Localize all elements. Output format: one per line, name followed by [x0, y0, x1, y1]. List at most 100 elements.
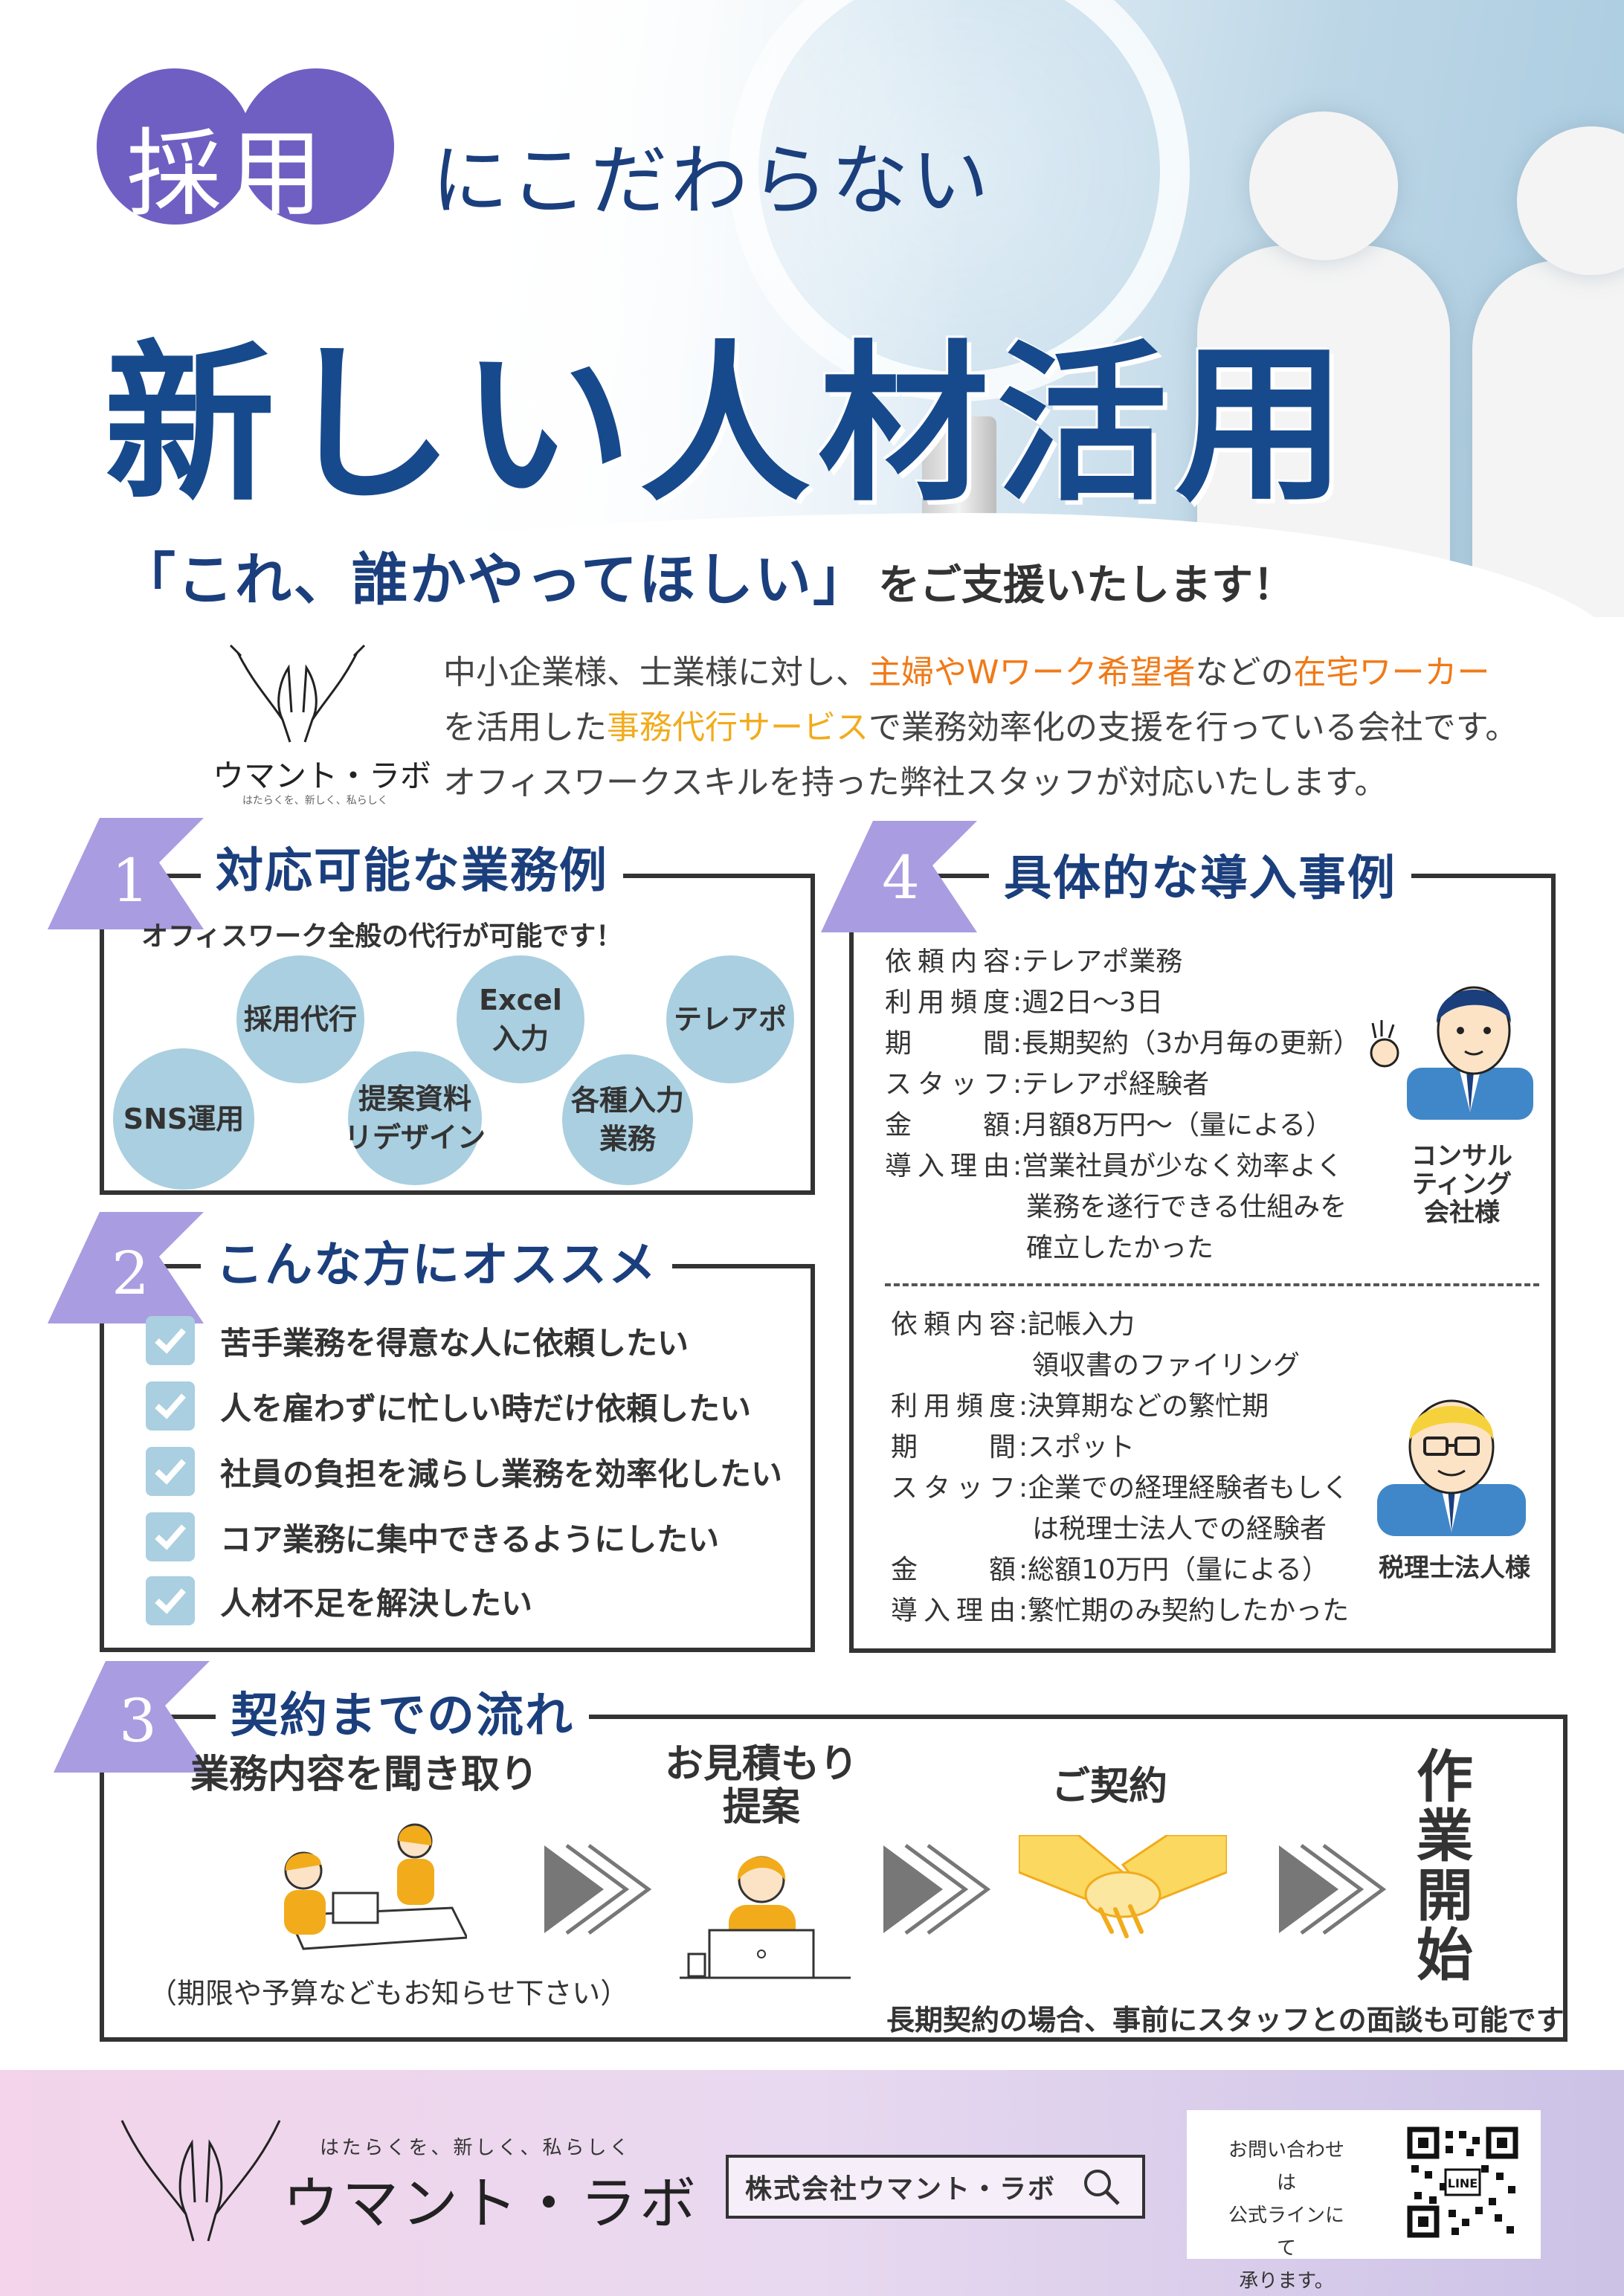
case-key: 依頼内容: [885, 947, 1010, 977]
case-value: :総額10万円（量による）: [1019, 1555, 1329, 1585]
case-row: 確立したかった: [885, 1228, 1360, 1268]
case-value: 領収書のファイリング: [1032, 1350, 1301, 1381]
contact-text-line: 承ります。: [1239, 2270, 1334, 2292]
case-row: 領収書のファイリング: [891, 1345, 1349, 1386]
case-key: 金額: [885, 1110, 1010, 1141]
check-item: 苦手業務を得意な人に依頼したい: [146, 1315, 689, 1367]
flow-arrow-icon: [1279, 1843, 1387, 1935]
case-value: :長期契約（3か月毎の更新）: [1013, 1028, 1361, 1059]
section-number-flag: [48, 1212, 204, 1323]
checkmark-icon: [146, 1576, 195, 1625]
flow-step-1-note: （期限や予算などもお知らせ下さい）: [149, 1977, 629, 2010]
case-key: [891, 1509, 1016, 1550]
case-key: 金額: [891, 1555, 1016, 1585]
case-row: 依頼内容:記帳入力: [891, 1304, 1349, 1345]
logo-tagline: はたらくを、新しく、私らしく: [242, 795, 388, 807]
section-title: 対応可能な業務例: [201, 833, 623, 901]
task-bubble: Excel 入力: [457, 955, 584, 1083]
qr-label: LINE: [1448, 2176, 1478, 2190]
task-bubble: SNS運用: [113, 1048, 254, 1190]
section-number: 3: [119, 1686, 157, 1755]
case-row: 導入理由:繁忙期のみ契約したかった: [891, 1590, 1349, 1631]
case-value: :繁忙期のみ契約したかった: [1019, 1596, 1350, 1626]
flow-bottom-note: 長期契約の場合、事前にスタッフとの面談も可能です: [886, 2004, 1565, 2037]
check-item-label: 人を雇わずに忙しい時だけ依頼したい: [220, 1390, 752, 1427]
case-key: 期間: [885, 1028, 1010, 1059]
figure-body: [1472, 260, 1624, 617]
qr-code-icon[interactable]: LINE: [1407, 2126, 1518, 2238]
flow-step-2-line: お見積もり: [664, 1742, 858, 1787]
case-value: :月額8万円〜（量による）: [1013, 1110, 1333, 1141]
task-bubble: テレアポ: [666, 955, 794, 1083]
flow-step-4: 作業開始: [1417, 1744, 1473, 1988]
case-row: 金額:総額10万円（量による）: [891, 1550, 1349, 1590]
search-icon: [1084, 2170, 1120, 2205]
case-value: :週2日〜3日: [1013, 987, 1163, 1018]
task-bubble: 提案資料 リデザイン: [344, 1051, 486, 1185]
intro-highlight: 事務代行サービス: [607, 709, 869, 746]
intro-highlight: 在宅ワーカー: [1293, 654, 1490, 691]
company-search-text: 株式会社ウマント・ラボ: [745, 2174, 1057, 2205]
section-number-flag: [54, 1661, 210, 1773]
check-item: 人材不足を解決したい: [146, 1575, 532, 1627]
figure-head: [1517, 126, 1624, 275]
case-row: 依頼内容:テレアポ業務: [885, 941, 1360, 982]
case-value: 確立したかった: [1026, 1233, 1214, 1263]
section-number-flag: [48, 818, 204, 929]
check-item: コア業務に集中できるようにしたい: [146, 1511, 719, 1563]
check-item: 人を雇わずに忙しい時だけ依頼したい: [146, 1380, 751, 1432]
logo-name: ウマント・ラボ: [213, 758, 432, 794]
section-number: 4: [882, 843, 920, 912]
case-value: :記帳入力: [1019, 1309, 1135, 1340]
case-caption: コンサル ティング 会社様: [1411, 1141, 1512, 1228]
headline-circle: [238, 68, 394, 225]
headline-line1: にこだわらない: [431, 135, 992, 226]
figure-head: [1249, 112, 1398, 260]
headline-circle: [97, 68, 253, 225]
checkmark-icon: [146, 1316, 195, 1365]
case-row: 金額:月額8万円〜（量による）: [885, 1105, 1360, 1146]
case-value: :決算期などの繁忙期: [1019, 1391, 1269, 1422]
intro-text-part: で業務効率化の支援を行っている会社です。: [869, 709, 1518, 746]
contact-text-line: お問い合わせは: [1228, 2139, 1344, 2194]
check-item-label: 人材不足を解決したい: [220, 1584, 533, 1622]
case-row: 利用頻度:週2日〜3日: [885, 982, 1360, 1023]
task-bubble: 各種入力 業務: [562, 1054, 693, 1185]
case-key: 利用頻度: [891, 1391, 1016, 1422]
case-key: スタッフ: [885, 1069, 1010, 1100]
flow-step-3: ご契約: [1051, 1764, 1168, 1809]
tagline-support: をご支援いたします！: [877, 561, 1295, 610]
case-row: スタッフ:企業での経理経験者もしく: [891, 1468, 1349, 1509]
flow-step-2: お見積もり 提案: [657, 1743, 866, 1829]
section-number: 2: [112, 1239, 149, 1308]
task-bubble: 採用代行: [236, 955, 364, 1083]
headline-circle-text: 採用: [126, 119, 329, 230]
check-item-label: 社員の負担を減らし業務を効率化したい: [220, 1455, 783, 1492]
case-key: 期間: [891, 1432, 1016, 1463]
case-row: 期間:スポット: [891, 1427, 1349, 1468]
case-value: :テレアポ経験者: [1013, 1069, 1210, 1100]
case-key: 導入理由: [885, 1151, 1010, 1181]
case-value: :営業社員が少なく効率よく: [1013, 1151, 1344, 1181]
checkmark-icon: [146, 1512, 195, 1561]
case-key: 導入理由: [891, 1596, 1016, 1626]
case-row: 導入理由:営業社員が少なく効率よく: [885, 1146, 1360, 1187]
flow-arrow-icon: [883, 1843, 991, 1935]
meeting-illustration: [284, 1823, 467, 1950]
case-row: スタッフ:テレアポ経験者: [885, 1064, 1360, 1105]
case-caption: 税理士法人様: [1379, 1553, 1530, 1583]
case-value: 業務を遂行できる仕組みを: [1026, 1192, 1347, 1222]
check-item-label: コア業務に集中できるようにしたい: [220, 1521, 720, 1558]
section-subtitle: オフィスワーク全般の代行が可能です！: [141, 921, 623, 952]
case-value: :スポット: [1019, 1432, 1135, 1463]
intro-text-part: オフィスワークスキルを持った弊社スタッフが対応いたします。: [443, 764, 1388, 802]
laptop-worker-illustration: [680, 1856, 851, 1979]
company-search-box[interactable]: 株式会社ウマント・ラボ: [726, 2155, 1145, 2219]
case-key: スタッフ: [891, 1473, 1016, 1503]
intro-text: 中小企業様、士業様に対し、主婦やWワーク希望者などの在宅ワーカー を活用した事務…: [443, 645, 1518, 810]
contact-text: お問い合わせは 公式ラインにて 承ります。: [1219, 2134, 1353, 2296]
section-number: 1: [112, 846, 149, 915]
hands-logo-icon: [229, 644, 366, 743]
case-value: :テレアポ業務: [1013, 947, 1183, 977]
section-number-flag: [821, 821, 977, 932]
